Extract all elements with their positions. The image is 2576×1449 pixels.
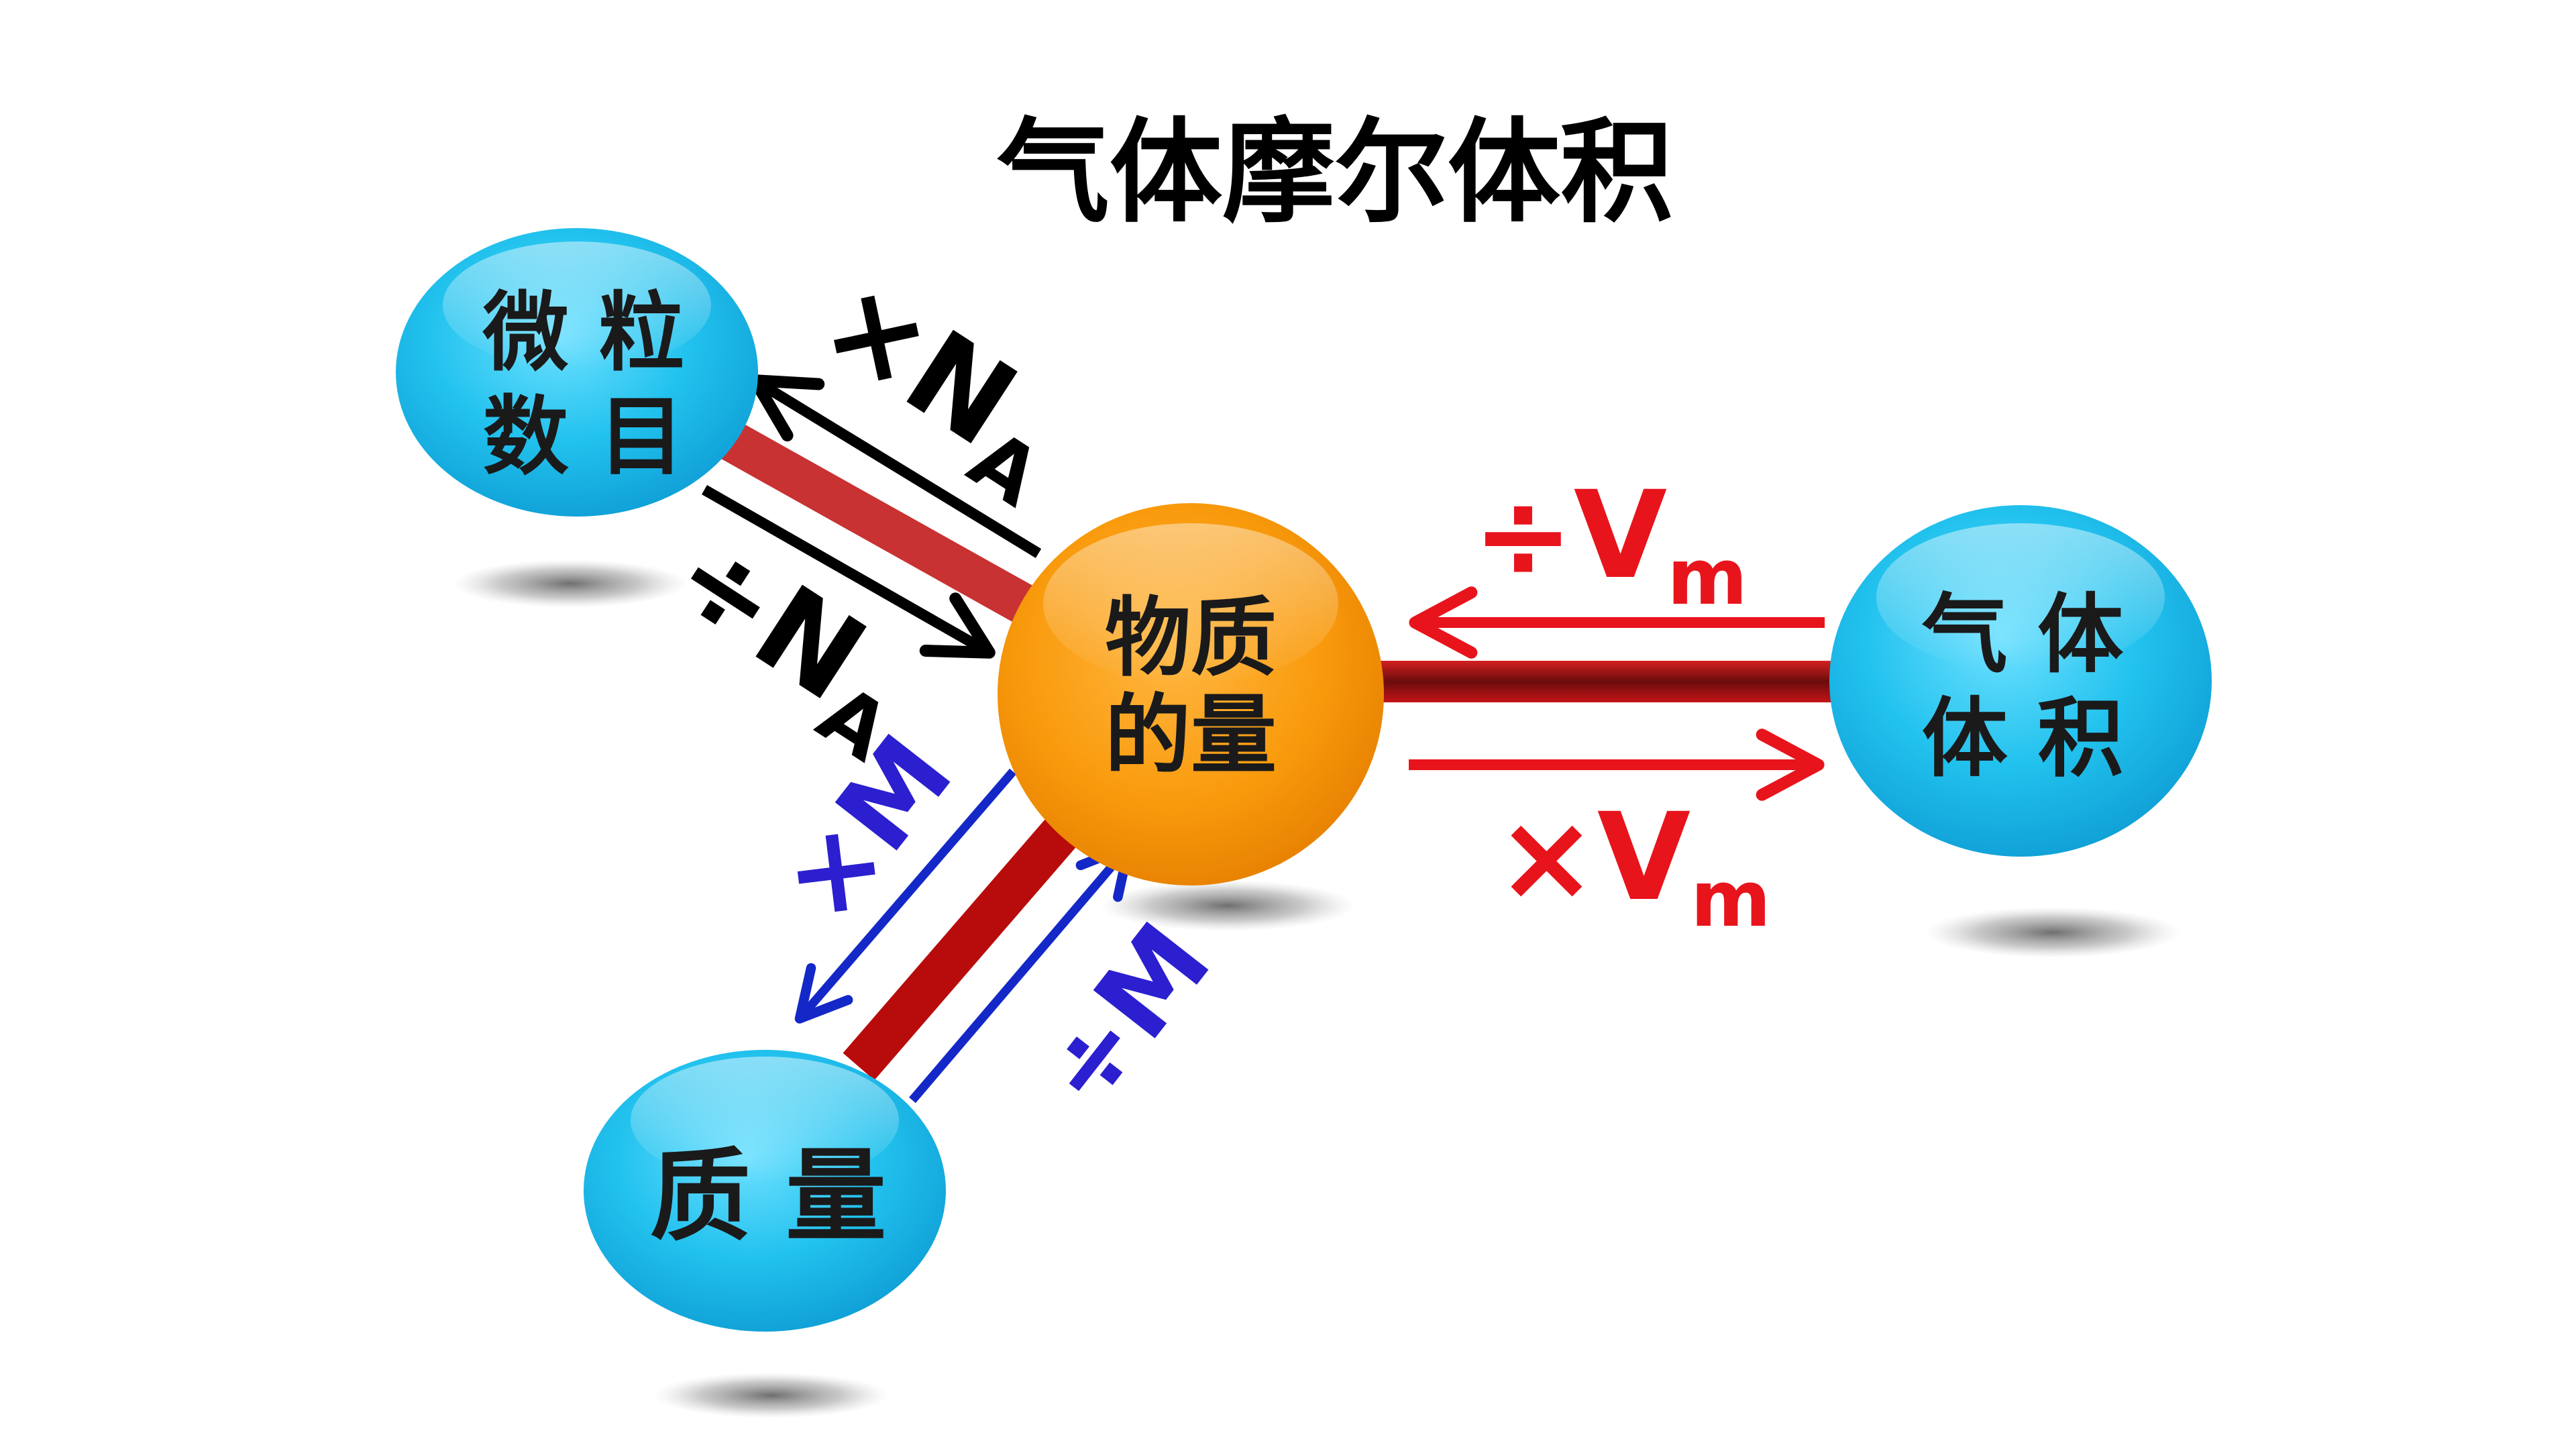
- node-amount-line1: 物质: [1105, 588, 1277, 688]
- node-particles-line2: 数 目: [483, 387, 685, 487]
- node-gas-volume-line2: 体 积: [1922, 689, 2124, 789]
- diagram-title: 气体摩尔体积: [997, 107, 1673, 238]
- arrow-to-amount-from-mass: [909, 841, 1134, 1104]
- label-times-vm-symbol: V: [1597, 788, 1690, 928]
- label-div-vm-operator: ÷: [1472, 466, 1574, 606]
- arrow-to-amount-from-particles: [702, 485, 996, 659]
- shadow-gas-volume: [1925, 907, 2180, 958]
- link-amount-gas-volume: [1368, 661, 1851, 702]
- label-times-vm-operator: ×: [1496, 788, 1597, 928]
- label-times-vm: ×Vm: [1496, 788, 1771, 945]
- arrow-to-mass: [794, 768, 1016, 1024]
- svg-text:×M: ×M: [757, 712, 977, 945]
- link-amount-mass: [843, 804, 1089, 1081]
- label-times-m: ×M: [757, 712, 977, 945]
- label-times-vm-subscript: m: [1690, 855, 1771, 945]
- node-particles: 微 粒 数 目: [396, 228, 758, 517]
- shadow-particles: [453, 559, 688, 608]
- label-div-vm-subscript: m: [1667, 533, 1748, 623]
- label-div-vm: ÷Vm: [1472, 466, 1748, 623]
- shadow-mass: [654, 1373, 889, 1418]
- node-gas-volume: 气 体 体 积: [1829, 505, 2212, 857]
- node-particles-line1: 微 粒: [482, 283, 685, 383]
- node-amount: 物质 的量: [998, 503, 1384, 885]
- link-particles-amount: [700, 411, 1057, 636]
- arrow-to-particles: [749, 374, 1042, 558]
- node-mass-label: 质 量: [650, 1138, 886, 1255]
- node-gas-volume-line1: 气 体: [1922, 585, 2124, 685]
- node-mass: 质 量: [584, 1050, 946, 1332]
- shadow-amount: [1100, 880, 1355, 931]
- node-amount-line2: 的量: [1105, 686, 1277, 786]
- label-div-vm-symbol: V: [1574, 466, 1667, 606]
